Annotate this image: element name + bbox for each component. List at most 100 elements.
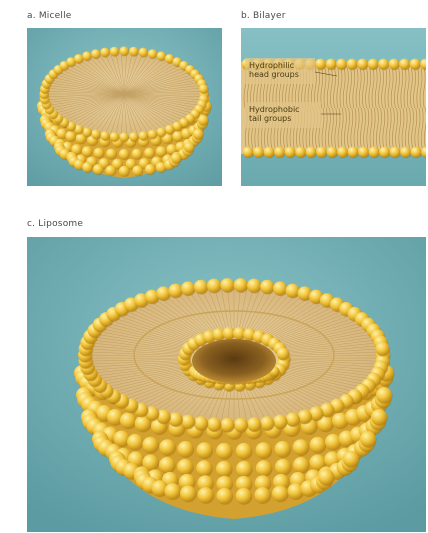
- lipid-head: [358, 147, 369, 158]
- lipid-head: [91, 49, 100, 58]
- lipid-head: [196, 442, 212, 458]
- lipid-head: [236, 461, 252, 477]
- lipid-head: [275, 459, 291, 475]
- lipid-head: [114, 430, 130, 446]
- lipid-head: [371, 409, 387, 425]
- lipid-head: [119, 166, 129, 176]
- lipid-head: [256, 442, 272, 458]
- lipid-head: [181, 281, 195, 295]
- lipid-head: [220, 418, 234, 432]
- lipid-head: [369, 147, 380, 158]
- lipid-head: [168, 284, 182, 298]
- lipid-head: [193, 129, 203, 139]
- lipid-head: [207, 417, 221, 431]
- lipid-head: [181, 415, 195, 429]
- lipid-head: [216, 443, 232, 459]
- lipid-head: [315, 59, 326, 70]
- lipid-head: [127, 434, 143, 450]
- lipid-head: [159, 439, 175, 455]
- lipid-head: [207, 279, 221, 293]
- lipid-head: [196, 460, 212, 476]
- lipid-head: [293, 457, 309, 473]
- lipid-head: [157, 127, 166, 136]
- lipid-head: [198, 487, 214, 503]
- lipid-head: [177, 459, 193, 475]
- lipid-head: [295, 147, 306, 158]
- lipid-head: [254, 487, 270, 503]
- micelle-illustration: [27, 28, 222, 186]
- lipid-head: [389, 59, 400, 70]
- lipid-head: [100, 48, 109, 57]
- lipid-head: [145, 164, 155, 174]
- lipid-head: [260, 416, 274, 430]
- lipid-head: [129, 132, 138, 141]
- lipid-head: [156, 286, 170, 300]
- panel-b-bilayer: Hydrophilichead groups Hydrophobictail g…: [241, 28, 426, 186]
- lipid-head: [105, 165, 115, 175]
- lipid-head: [100, 131, 109, 140]
- lipid-head: [82, 127, 91, 136]
- panel-a-label: a. Micelle: [27, 11, 72, 21]
- lipid-head: [378, 59, 389, 70]
- lipid-head: [410, 59, 421, 70]
- lipid-head: [65, 131, 75, 141]
- lipid-head: [247, 417, 261, 431]
- lipid-head: [129, 47, 138, 56]
- lipid-head: [106, 148, 116, 158]
- lipid-head: [110, 132, 119, 141]
- lipid-head: [164, 483, 180, 499]
- lipid-head: [360, 431, 376, 447]
- lipid-head: [286, 412, 300, 426]
- lipid-head: [119, 132, 128, 141]
- lipid-head: [132, 165, 142, 175]
- lipid-head: [376, 387, 392, 403]
- lipid-head: [194, 416, 208, 430]
- lipid-head: [236, 488, 252, 504]
- lipid-head: [82, 146, 92, 156]
- lipid-head: [216, 461, 232, 477]
- lipid-head: [156, 146, 166, 156]
- lipid-head: [347, 59, 358, 70]
- lipid-head: [180, 485, 196, 501]
- lipid-head: [274, 147, 285, 158]
- lipid-head: [159, 457, 175, 473]
- lipid-head: [348, 147, 359, 158]
- lipid-head: [357, 59, 368, 70]
- lipid-head: [82, 162, 92, 172]
- lipid-head: [142, 437, 158, 453]
- lipid-head: [216, 488, 232, 504]
- lipid-head: [93, 148, 103, 158]
- lipid-head: [253, 147, 264, 158]
- lipid-head: [91, 130, 100, 139]
- panel-c-label: c. Liposome: [27, 219, 83, 229]
- lipid-head: [256, 460, 272, 476]
- lipid-head: [316, 147, 327, 158]
- lipid-head: [171, 153, 181, 163]
- lipid-head: [119, 46, 128, 55]
- lipid-head: [132, 148, 142, 158]
- lipid-head: [375, 342, 389, 356]
- lipid-head: [110, 47, 119, 56]
- lipid-head: [277, 347, 289, 359]
- lipid-head: [247, 279, 261, 293]
- lipid-head: [93, 164, 103, 174]
- panel-c-liposome: [27, 237, 426, 532]
- lipid-head: [272, 485, 288, 501]
- lipid-head: [275, 441, 291, 457]
- hydrophilic-label: Hydrophilichead groups: [249, 61, 299, 79]
- lipid-head: [157, 51, 166, 60]
- lipid-head: [139, 131, 148, 140]
- panel-a-micelle: [27, 28, 222, 186]
- lipid-head: [260, 280, 274, 294]
- lipid-head: [379, 147, 390, 158]
- lipid-head: [236, 443, 252, 459]
- lipid-head: [243, 147, 254, 158]
- lipid-head: [368, 59, 379, 70]
- lipid-head: [220, 278, 234, 292]
- lipid-head: [177, 441, 193, 457]
- liposome-illustration: [27, 237, 426, 532]
- lipid-head: [306, 147, 317, 158]
- lipid-head: [343, 451, 359, 467]
- lipid-head: [400, 147, 411, 158]
- panel-b-label: b. Bilayer: [241, 11, 286, 21]
